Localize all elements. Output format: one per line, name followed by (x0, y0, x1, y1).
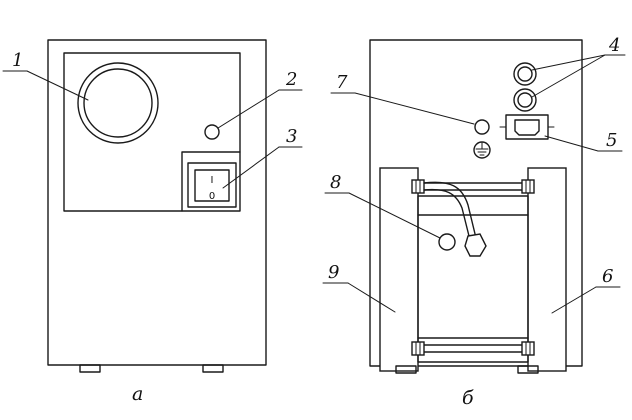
front-gauge-outer (77, 62, 159, 144)
leader-6b (551, 286, 597, 314)
back-foot-right (517, 365, 539, 374)
leader-4b (531, 54, 606, 98)
indicator-lamp (204, 124, 220, 140)
leader-3b (222, 146, 280, 189)
port-8 (438, 233, 456, 251)
fuse-holder-bottom-outer (513, 88, 537, 112)
power-switch[interactable] (187, 162, 237, 208)
front-foot-right (202, 364, 224, 373)
front-display-panel (63, 52, 241, 212)
leader-7b (354, 92, 475, 125)
caption-back: б (462, 387, 474, 409)
front-view: I 0 1 2 3 а (2, 39, 303, 405)
front-gauge-inner (83, 68, 153, 138)
callout-4: 4 (608, 35, 620, 56)
leader-8b (348, 192, 441, 239)
callout-1: 1 (12, 50, 23, 71)
leader-4a (531, 54, 606, 71)
back-view: 7 4 5 8 9 6 б (322, 35, 626, 409)
fittings (411, 179, 535, 356)
switch-recess (181, 151, 241, 212)
leader-9b (347, 282, 396, 313)
power-inlet-socket (514, 119, 540, 136)
callout-8: 8 (330, 172, 341, 193)
fuse-holder-top-inner (517, 66, 533, 82)
caption-front: а (132, 383, 143, 405)
fuse-holder-bottom-inner (517, 92, 533, 108)
terminal-7 (474, 119, 490, 135)
back-foot-left (395, 365, 417, 374)
callout-7: 7 (336, 72, 348, 93)
hose-inner-edge (423, 188, 471, 241)
ground-icon (473, 141, 491, 159)
hose-connector (464, 233, 487, 257)
callout-6: 6 (602, 266, 613, 287)
hose (423, 181, 477, 239)
callout-2: 2 (285, 69, 297, 90)
right-handle (527, 167, 567, 372)
leader-5b (544, 135, 599, 152)
leader-2b (217, 89, 280, 129)
front-foot-left (79, 364, 101, 373)
front-housing (47, 39, 267, 366)
switch-off-label: 0 (209, 191, 215, 202)
left-handle (379, 167, 419, 372)
callout-9: 9 (328, 262, 339, 283)
rear-cavity (417, 195, 529, 363)
power-switch-rocker[interactable] (194, 169, 230, 202)
callout-3: 3 (286, 126, 297, 147)
callout-5: 5 (606, 130, 617, 151)
leader-1b (26, 70, 89, 101)
fuse-holder-top-outer (513, 62, 537, 86)
switch-on-label: I (211, 175, 214, 186)
